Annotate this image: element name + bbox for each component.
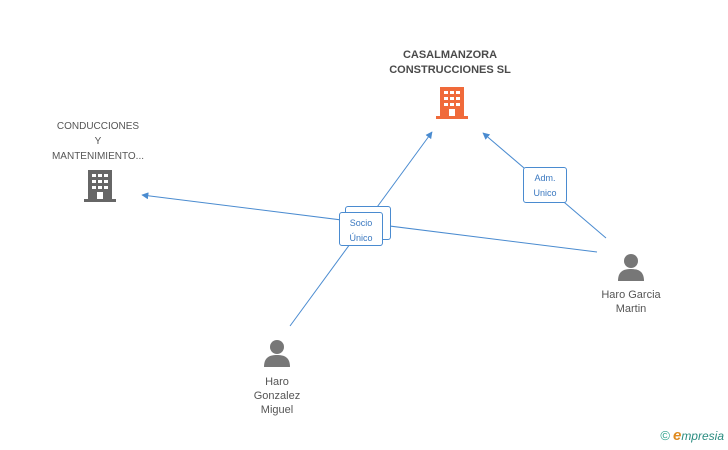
role-badge-adm-line2: Unico [533,188,557,198]
other-company-name-line3: MANTENIMIENTO... [51,151,145,162]
person-bottom-name-line3: Miguel [260,404,294,416]
person-right-name-line1: Haro Garcia [601,289,661,301]
main-company-label: CASALMANZORA CONSTRUCCIONES SL [370,48,530,78]
person-right-name-line2: Martin [615,303,647,315]
main-company-name-line2: CONSTRUCCIONES SL [389,64,511,76]
person-bottom-label: Haro Gonzalez Miguel [237,375,317,417]
copyright-symbol: © [660,428,670,443]
brand-name: mpresia [681,428,724,443]
role-badge-adm-line1: Adm. [534,173,556,183]
other-company-name-line2: Y [94,136,102,147]
main-company-name-line1: CASALMANZORA [402,49,498,61]
person-bottom-name-line1: Haro [265,376,289,388]
building-icon[interactable] [84,168,116,202]
brand-logo-initial: e [672,427,682,444]
role-badge-socio-line2: Único [349,233,373,243]
person-bottom-name-line2: Gonzalez [253,390,301,402]
role-badge-adm-unico[interactable]: Adm. Unico [523,167,567,203]
role-badge-socio-unico[interactable]: Socio Único [339,212,383,246]
role-badge-socio-line1: Socio [349,218,373,228]
other-company-label: CONDUCCIONES Y MANTENIMIENTO... [38,119,158,164]
person-icon[interactable] [262,338,292,368]
building-icon[interactable] [436,85,468,119]
other-company-name-line1: CONDUCCIONES [56,121,140,132]
person-icon[interactable] [616,252,646,282]
person-right-label: Haro Garcia Martin [579,288,683,316]
